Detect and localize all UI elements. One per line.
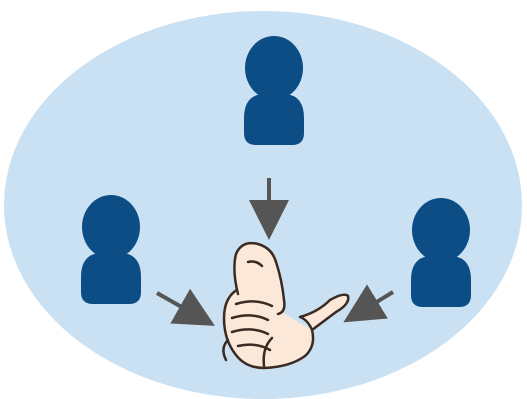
person-icon-right <box>411 198 471 307</box>
arrow-down-left-icon <box>343 284 395 323</box>
person-icon-top <box>244 36 304 145</box>
person-icon-left <box>81 195 141 304</box>
thumbs-up-hand-icon <box>222 241 350 370</box>
arrow-down-right-icon <box>156 288 215 326</box>
